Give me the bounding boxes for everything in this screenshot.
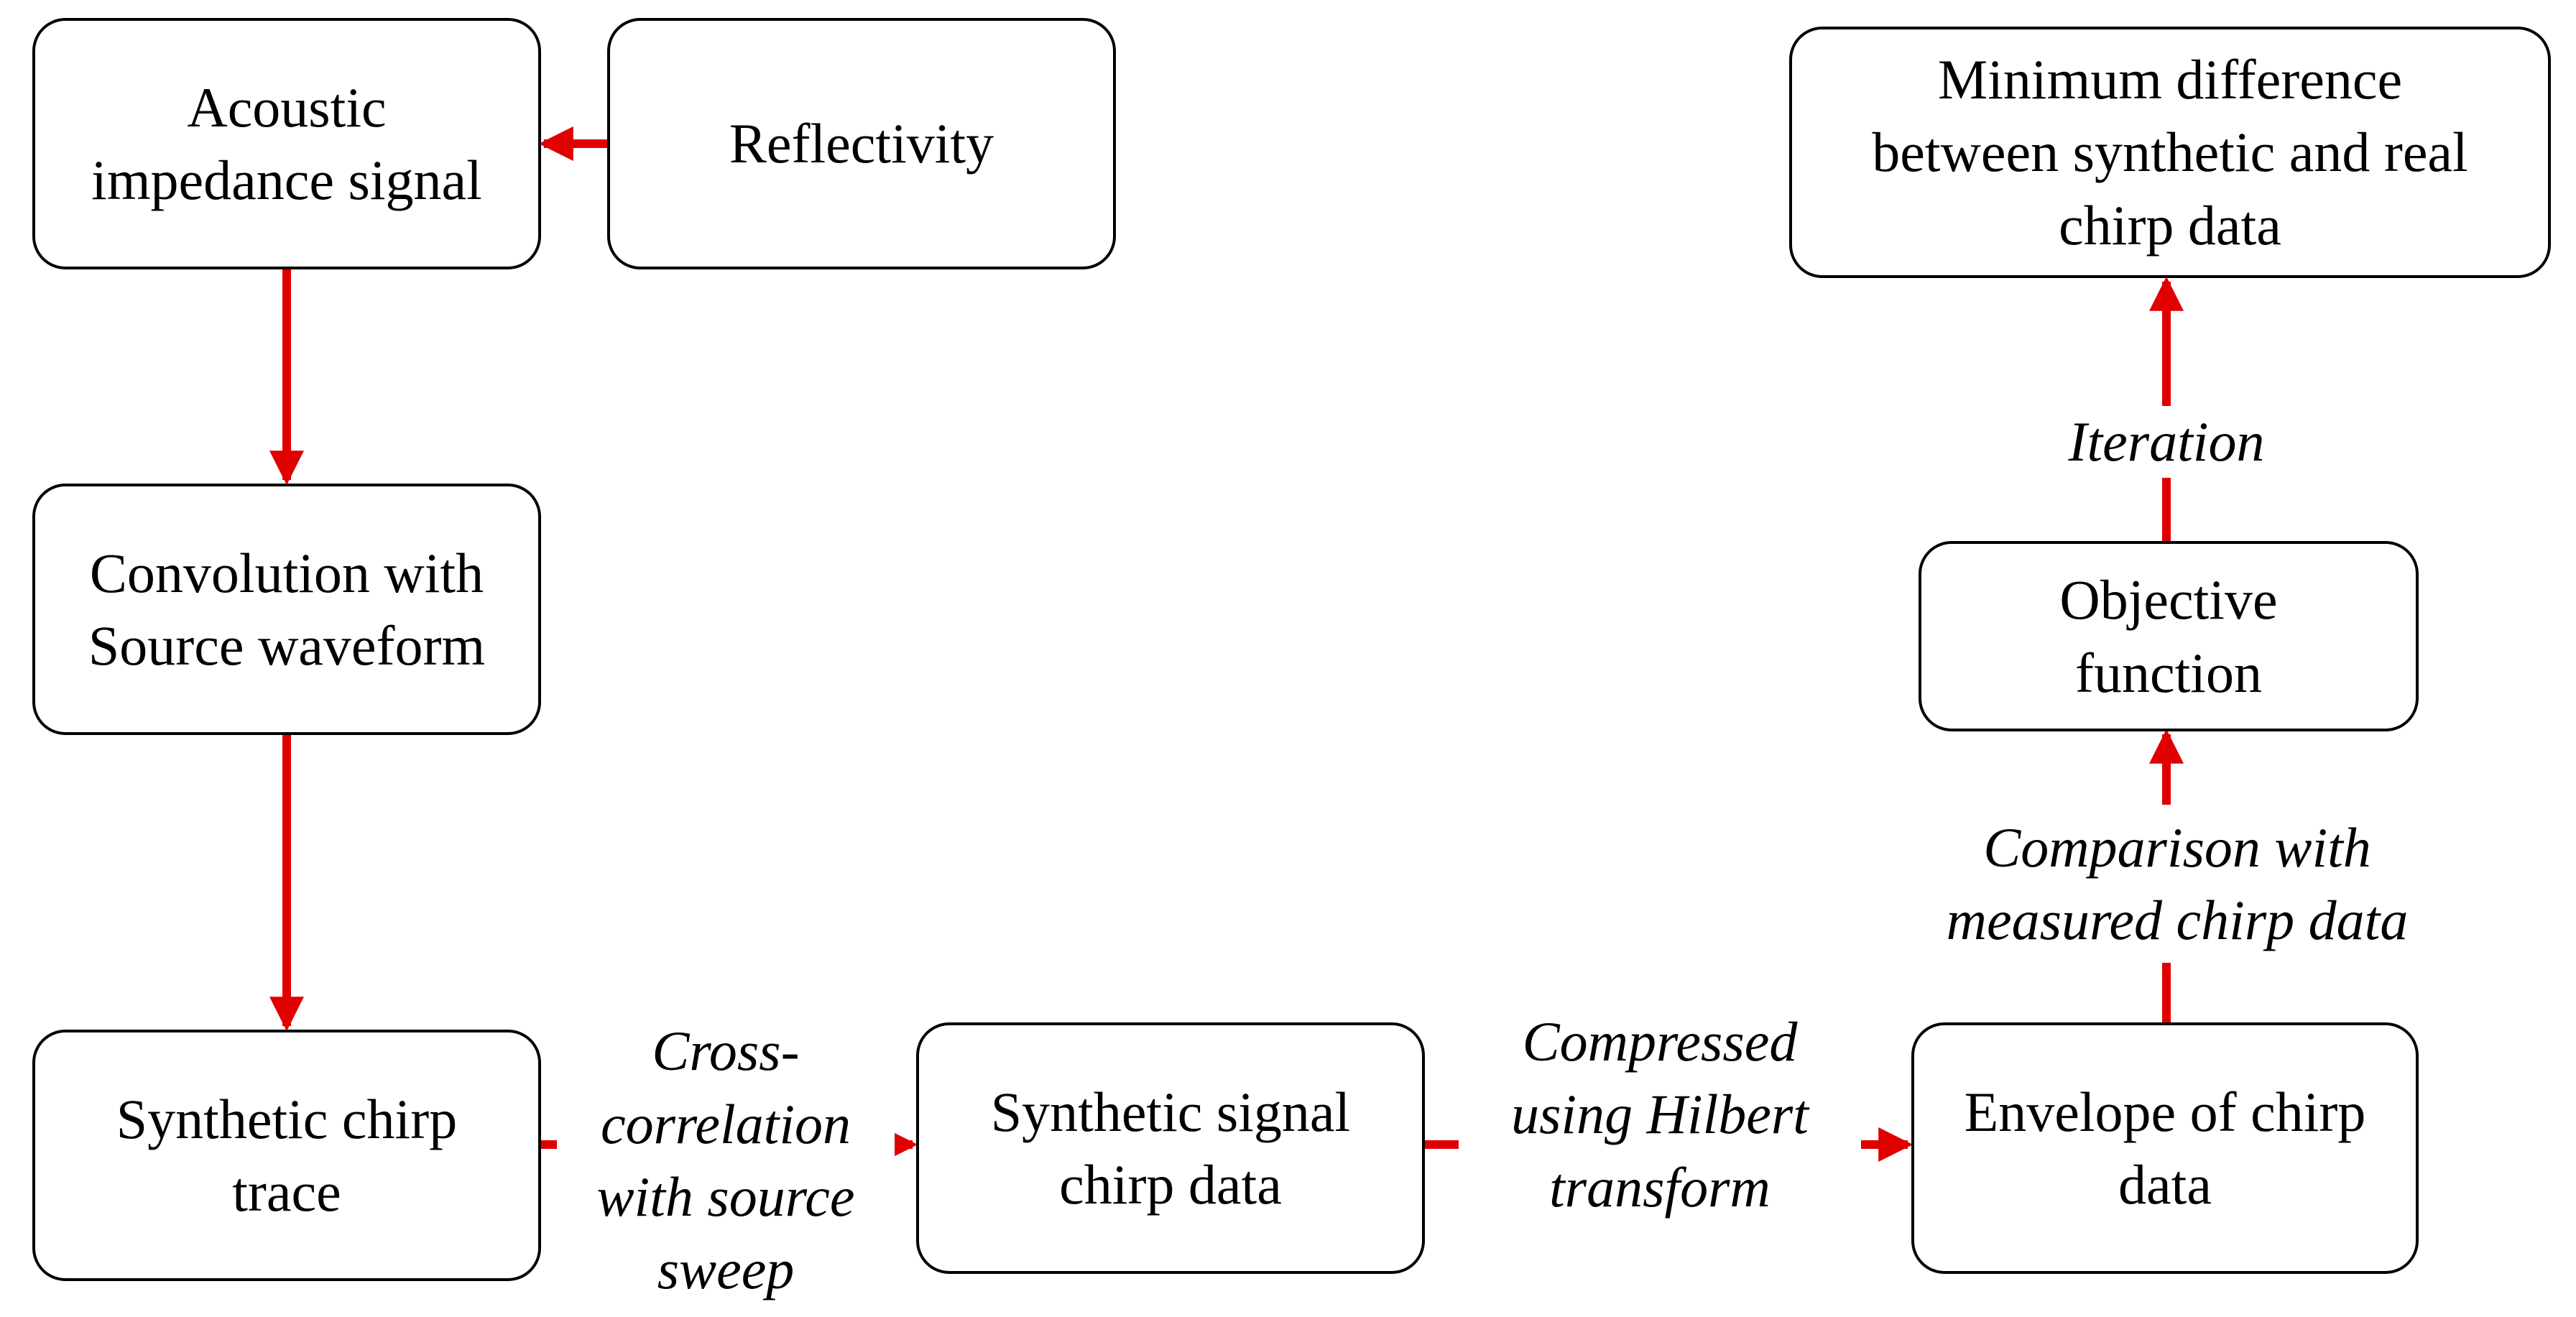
node-synthetic-signal-chirp-data: Synthetic signal chirp data [916,1022,1425,1274]
node-reflectivity: Reflectivity [607,18,1116,269]
edge-label-line: Cross- [652,1020,800,1083]
node-objective-function: Objective function [1919,541,2419,731]
node-synthetic-chirp-trace: Synthetic chirp trace [32,1030,541,1281]
node-line: Synthetic signal [990,1080,1351,1143]
edge-label-line: sweep [657,1238,795,1301]
node-line: chirp data [1059,1153,1282,1216]
node-line: Minimum difference [1937,47,2403,111]
edge-label-comparison: Comparison with measured chirp data [1897,805,2457,963]
node-line: Acoustic [187,75,387,139]
edge-label-line: with source [596,1165,855,1228]
node-line: Objective [2059,568,2278,632]
edge-label-iteration: Iteration [2008,406,2325,478]
node-line: data [2118,1153,2212,1216]
node-line: Convolution with [89,541,484,604]
edge-label-cross-correlation: Cross- correlation with source sweep [557,1013,895,1308]
edge-label-line: Compressed [1522,1009,1798,1073]
node-line: Envelope of chirp [1964,1080,2366,1143]
node-line: function [2075,641,2262,704]
node-line: impedance signal [91,149,482,211]
node-line: between synthetic and real [1872,121,2468,184]
edge-label-compressed-hilbert: Compressed using Hilbert transform [1459,1003,1861,1226]
edge-label-line: correlation [600,1092,851,1155]
edge-label-line: using Hilbert [1511,1083,1809,1146]
node-line: Synthetic chirp [116,1087,458,1150]
edge-label-line: Iteration [2068,410,2265,473]
edge-label-line: measured chirp data [1946,889,2409,951]
node-minimum-difference: Minimum difference between synthetic and… [1789,27,2551,278]
node-acoustic-impedance-signal: Acoustic impedance signal [32,18,541,269]
edge-label-line: transform [1549,1155,1771,1219]
node-line: trace [232,1160,341,1223]
node-convolution-with-source-waveform: Convolution with Source waveform [32,484,541,735]
node-line: chirp data [2059,193,2281,257]
edge-label-line: Comparison with [1983,815,2371,879]
node-envelope-of-chirp-data: Envelope of chirp data [1911,1022,2419,1274]
node-line: Source waveform [88,614,486,677]
node-line: Reflectivity [729,112,994,175]
